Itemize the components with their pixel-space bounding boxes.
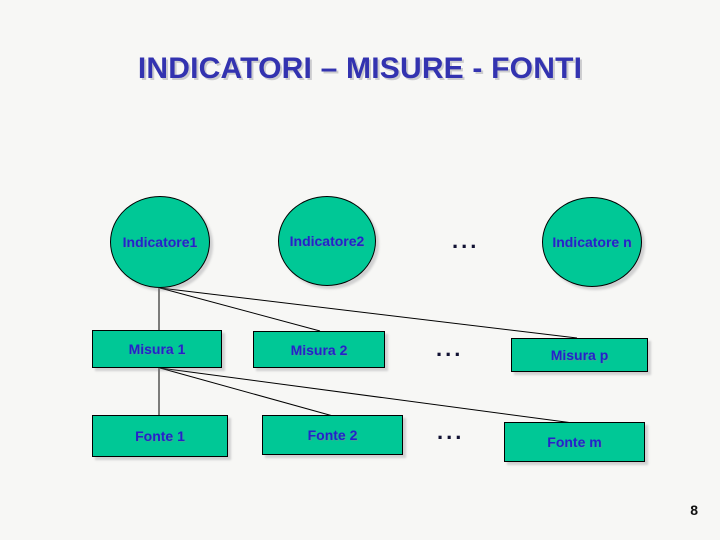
source-row-ellipsis: ... (437, 419, 465, 444)
measure-label-p: Misura p (550, 347, 609, 363)
source-label-2: Fonte 2 (307, 427, 358, 443)
source-node-2[interactable]: Fonte 2 (262, 415, 403, 455)
indicator-node-1[interactable]: Indicatore1 (110, 196, 210, 288)
indicator-label-2: Indicatore2 (289, 233, 365, 249)
measure-label-2: Misura 2 (290, 341, 348, 358)
indicator-node-n[interactable]: Indicatore n (542, 197, 642, 287)
connector-ind1-mis2 (159, 287, 321, 332)
connector-mis1-fon2 (159, 367, 334, 417)
source-label-m: Fonte m (547, 434, 602, 450)
indicator-label-n: Indicatore n (552, 234, 632, 250)
page-number: 8 (690, 502, 698, 518)
measure-row-ellipsis: ... (436, 336, 464, 361)
source-label-1: Fonte 1 (135, 428, 185, 444)
indicator-label-1: Indicatore1 (122, 234, 198, 250)
measure-label-1: Misura 1 (128, 341, 186, 357)
source-node-1[interactable]: Fonte 1 (92, 415, 228, 457)
page-title: INDICATORI – MISURE - FONTI (137, 52, 583, 85)
indicator-row-ellipsis: ... (452, 228, 480, 253)
measure-node-1[interactable]: Misura 1 (92, 330, 222, 368)
indicator-node-2[interactable]: Indicatore2 (278, 196, 376, 286)
measure-node-p[interactable]: Misura p (511, 338, 648, 372)
source-node-m[interactable]: Fonte m (504, 422, 645, 462)
measure-node-2[interactable]: Misura 2 (253, 331, 385, 368)
